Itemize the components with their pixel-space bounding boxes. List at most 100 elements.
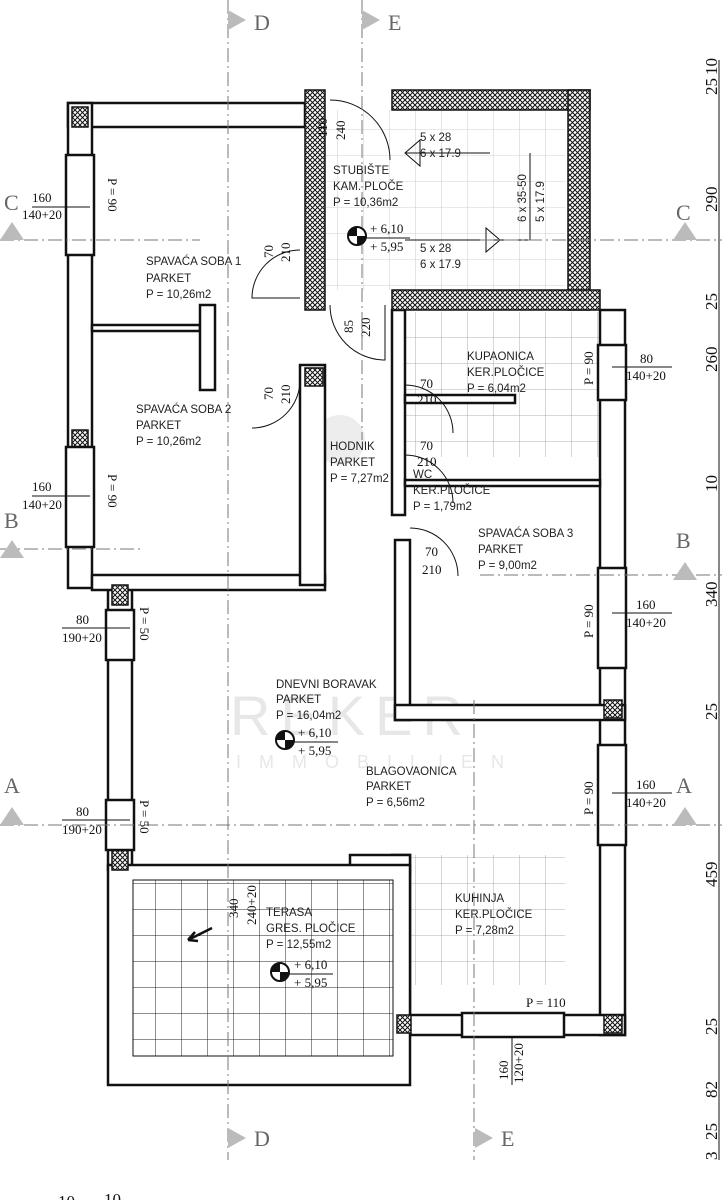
svg-text:80: 80 [76, 804, 89, 819]
section-b-right: B [676, 528, 691, 553]
svg-text:SPAVAĆA SOBA 2: SPAVAĆA SOBA 2 [136, 403, 231, 416]
stair-treads [325, 110, 565, 290]
svg-text:+ 5,95: + 5,95 [294, 975, 327, 990]
svg-text:10: 10 [58, 1192, 75, 1200]
section-d-top: D [254, 10, 270, 35]
svg-text:5 x 17.9: 5 x 17.9 [535, 181, 547, 222]
svg-text:220: 220 [358, 318, 373, 338]
svg-text:340: 340 [702, 582, 721, 608]
section-a-right: A [676, 773, 692, 798]
svg-text:80: 80 [640, 351, 653, 366]
bathroom-tiles [405, 312, 600, 457]
svg-text:SPAVAĆA SOBA 3: SPAVAĆA SOBA 3 [478, 527, 573, 540]
svg-text:PARKET: PARKET [366, 781, 411, 793]
svg-text:KAM. PLOČE: KAM. PLOČE [333, 180, 404, 193]
svg-text:140+20: 140+20 [626, 615, 666, 630]
svg-text:PARKET: PARKET [330, 457, 375, 469]
svg-text:82: 82 [702, 1081, 721, 1098]
svg-text:P = 12,55m2: P = 12,55m2 [266, 939, 331, 951]
svg-text:85: 85 [341, 320, 356, 333]
svg-text:459: 459 [702, 862, 721, 888]
svg-text:HODNIK: HODNIK [330, 441, 375, 453]
terrace-slope-arrow-icon [187, 926, 213, 943]
svg-text:160: 160 [32, 479, 52, 494]
room-spavaca-soba-1: SPAVAĆA SOBA 1 PARKET P = 10,26m2 [146, 255, 241, 301]
svg-text:340: 340 [226, 899, 241, 919]
section-c-right: C [676, 200, 691, 225]
svg-text:P = 90: P = 90 [581, 781, 596, 815]
svg-text:BLAGOVAONICA: BLAGOVAONICA [366, 766, 457, 778]
svg-text:P = 7,28m2: P = 7,28m2 [455, 925, 514, 937]
svg-text:PARKET: PARKET [276, 694, 321, 706]
svg-text:70: 70 [420, 438, 433, 453]
svg-text:PARKET: PARKET [146, 273, 191, 285]
svg-text:P = 6,56m2: P = 6,56m2 [366, 797, 425, 809]
svg-text:KER.PLOČICE: KER.PLOČICE [467, 366, 545, 379]
svg-text:140+20: 140+20 [626, 795, 666, 810]
svg-text:210: 210 [278, 243, 293, 263]
svg-text:3: 3 [702, 1152, 721, 1161]
svg-text:KUPAONICA: KUPAONICA [467, 351, 534, 363]
svg-text:P = 50: P = 50 [137, 800, 152, 834]
svg-text:10: 10 [702, 58, 721, 75]
window-dimensions: 160 140+20 P = 90 160 140+20 P = 90 80 190+… [22, 178, 672, 1085]
svg-text:210: 210 [417, 392, 437, 407]
door-swings [251, 99, 459, 577]
section-e-bottom: E [501, 1126, 514, 1151]
svg-text:140+20: 140+20 [22, 207, 62, 222]
level-marker-living: + 6,10+ 5,95 [275, 725, 338, 758]
section-c-left: C [4, 190, 19, 215]
bottom-dimension-chain: 10 10 [58, 1190, 121, 1200]
svg-text:240: 240 [333, 121, 348, 141]
svg-text:P = 10,26m2: P = 10,26m2 [136, 436, 201, 448]
svg-text:240+20: 240+20 [244, 885, 259, 925]
svg-text:290: 290 [702, 187, 721, 213]
section-e-top: E [388, 10, 401, 35]
svg-text:P = 110: P = 110 [526, 995, 566, 1010]
svg-text:25: 25 [702, 1018, 721, 1035]
svg-text:190+20: 190+20 [62, 822, 102, 837]
svg-text:160: 160 [32, 190, 52, 205]
svg-text:P = 16,04m2: P = 16,04m2 [276, 710, 341, 722]
section-b-left: B [4, 508, 19, 533]
svg-text:P = 10,26m2: P = 10,26m2 [146, 289, 211, 301]
room-spavaca-soba-2: SPAVAĆA SOBA 2 PARKET P = 10,26m2 [136, 403, 231, 448]
svg-text:25: 25 [702, 703, 721, 720]
svg-text:25: 25 [702, 1123, 721, 1140]
section-a-left: A [4, 773, 20, 798]
svg-text:P = 6,04m2: P = 6,04m2 [467, 383, 526, 395]
level-marker-stairs: + 6,10+ 5,95 [347, 221, 410, 254]
svg-text:P = 1,79m2: P = 1,79m2 [413, 501, 472, 513]
svg-text:70: 70 [261, 245, 276, 258]
room-kupaonica: KUPAONICA KER.PLOČICE P = 6,04m2 [467, 351, 545, 395]
svg-text:+ 6,10: + 6,10 [294, 957, 327, 972]
svg-text:6 x 17.9: 6 x 17.9 [420, 259, 461, 271]
svg-text:160: 160 [636, 777, 656, 792]
svg-text:DNEVNI BORAVAK: DNEVNI BORAVAK [276, 679, 377, 691]
svg-text:IMMOBILIEN: IMMOBILIEN [236, 752, 522, 772]
room-kuhinja: KUHINJA KER.PLOČICE P = 7,28m2 [455, 893, 533, 937]
windows [64, 153, 628, 1039]
room-spavaca-soba-3: SPAVAĆA SOBA 3 PARKET P = 9,00m2 [478, 527, 573, 572]
svg-text:KUHINJA: KUHINJA [455, 893, 505, 905]
svg-text:SPAVAĆA SOBA 1: SPAVAĆA SOBA 1 [146, 255, 241, 268]
svg-text:P = 7,27m2: P = 7,27m2 [330, 473, 389, 485]
svg-text:70: 70 [425, 544, 438, 559]
svg-text:140+20: 140+20 [22, 497, 62, 512]
svg-text:5 x 28: 5 x 28 [420, 132, 451, 144]
svg-text:PARKET: PARKET [478, 544, 523, 556]
svg-text:6 x 35-50: 6 x 35-50 [517, 174, 529, 222]
svg-text:STUBIŠTE: STUBIŠTE [333, 164, 390, 177]
svg-text:P = 9,00m2: P = 9,00m2 [478, 560, 537, 572]
svg-text:+ 5,95: + 5,95 [370, 239, 403, 254]
svg-text:KER.PLOČICE: KER.PLOČICE [455, 908, 533, 921]
svg-text:PARKET: PARKET [136, 420, 181, 432]
svg-text:P = 90: P = 90 [105, 474, 120, 508]
svg-text:10: 10 [702, 475, 721, 492]
level-marker-terrace: + 6,10 + 5,95 [270, 957, 333, 990]
